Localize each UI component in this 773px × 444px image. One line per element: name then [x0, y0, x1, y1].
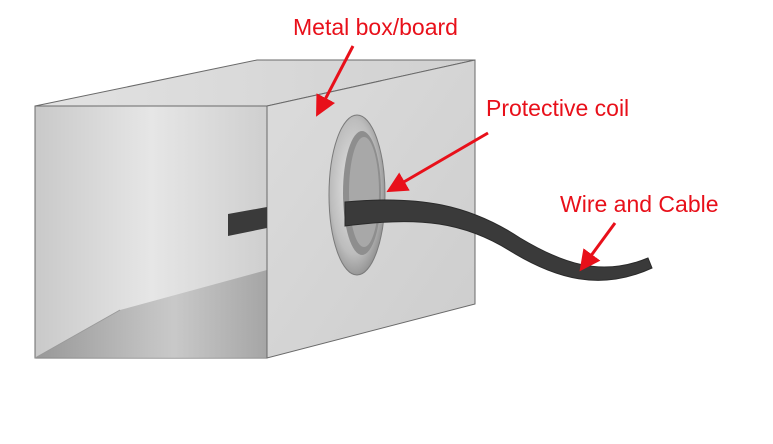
protective-coil-arrow: [386, 131, 489, 193]
protective-coil: [328, 114, 386, 276]
protective-coil-label: Protective coil: [486, 95, 629, 121]
metal-box: [34, 59, 476, 359]
box-inner-floor: [35, 270, 267, 358]
wire-cable-label: Wire and Cable: [560, 191, 719, 217]
metal-box-label: Metal box/board: [293, 14, 458, 40]
wire-cable: [344, 199, 653, 281]
cable-inner-segment: [228, 207, 267, 236]
wire-cable-arrow: [579, 222, 617, 272]
metal-box-arrow: [316, 45, 355, 117]
